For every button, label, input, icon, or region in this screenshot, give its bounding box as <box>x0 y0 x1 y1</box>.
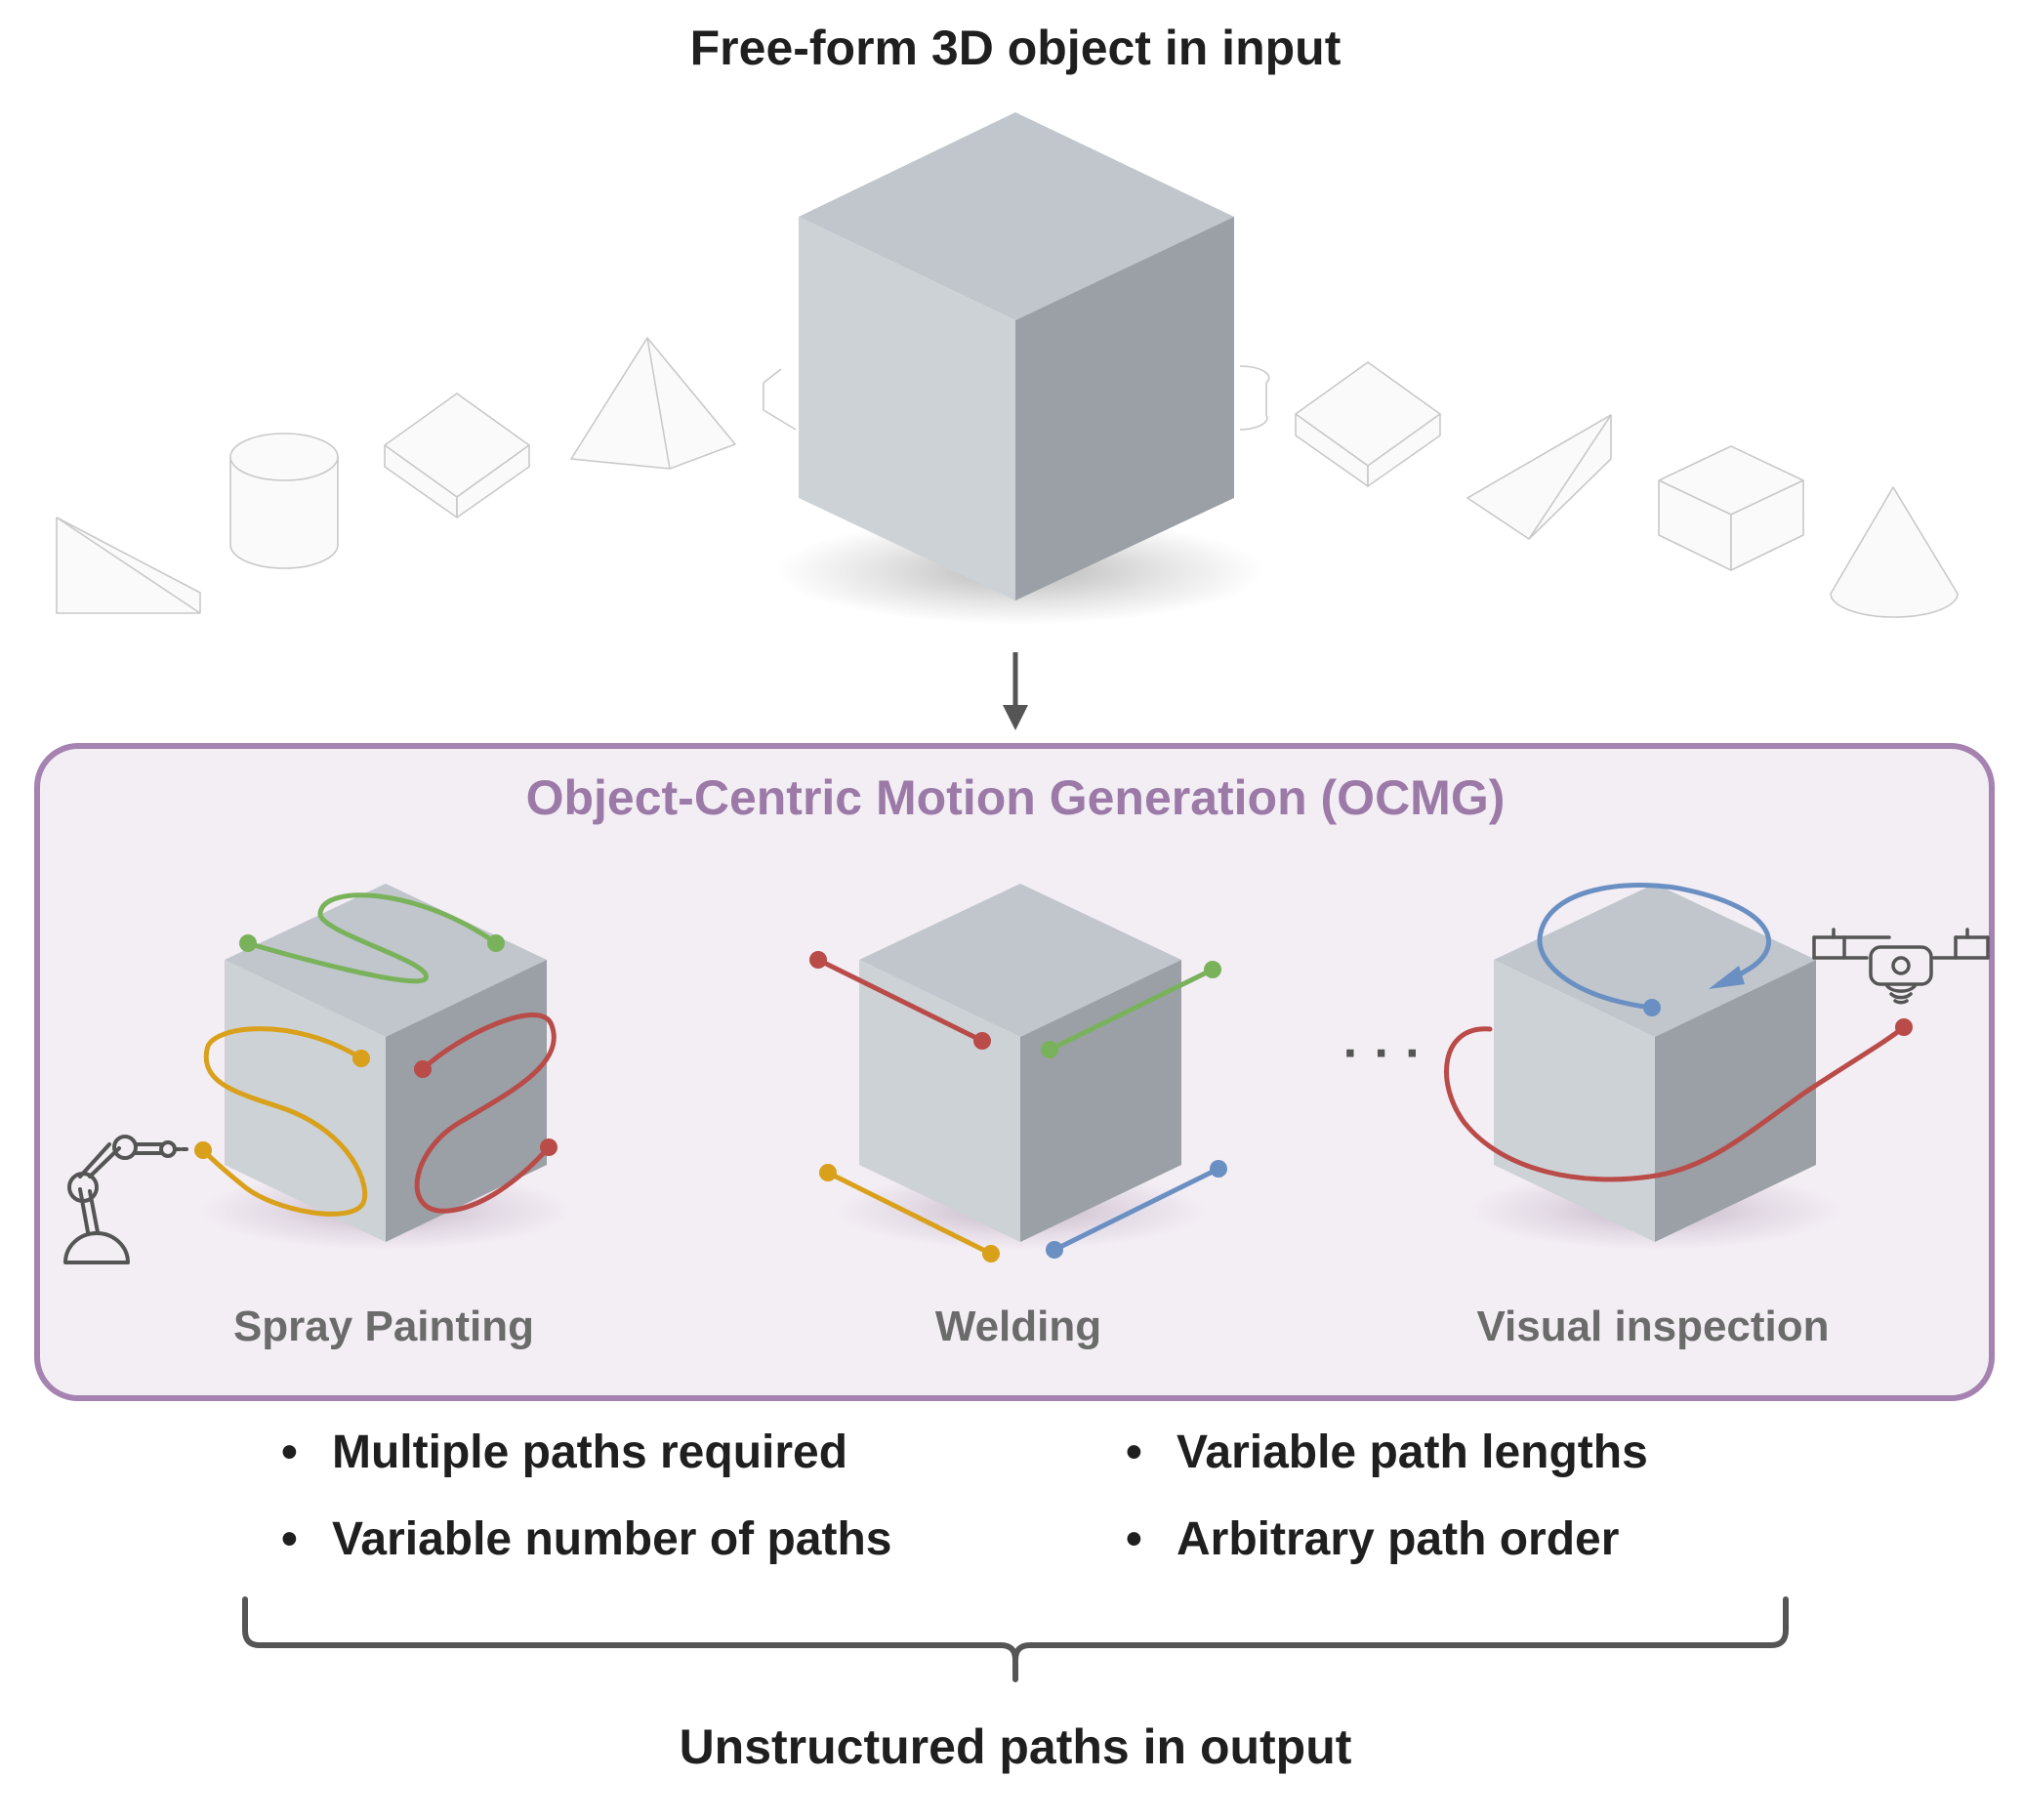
bullet-arbitrary-order: Arbitrary path order <box>1177 1513 1619 1565</box>
ghost-partial-left <box>763 368 797 431</box>
bullet-multiple-paths: Multiple paths required <box>332 1427 847 1478</box>
spray-path-red <box>414 1013 557 1214</box>
bullet-item: • Arbitrary path order <box>1126 1513 1619 1565</box>
ghost-wedge-icon <box>1466 414 1612 540</box>
ghost-shapes <box>56 337 1959 618</box>
drone-icon <box>1812 928 1990 1005</box>
ghost-wedge-icon <box>56 517 201 614</box>
task-label-welding: Welding <box>935 1303 1101 1350</box>
weld-path-green <box>1047 967 1216 1053</box>
ghost-box-icon <box>384 393 530 518</box>
output-title: Unstructured paths in output <box>680 1719 1352 1774</box>
spray-path-orange <box>200 1026 368 1217</box>
bullet-variable-lengths: Variable path lengths <box>1177 1427 1648 1478</box>
weld-path-blue <box>1052 1166 1221 1253</box>
ghost-box-icon <box>1295 361 1441 487</box>
welding-group: Welding <box>809 884 1227 1350</box>
ghost-pyramid-icon <box>570 337 736 470</box>
weld-path-orange <box>825 1170 994 1257</box>
bullet-marker: • <box>1126 1513 1142 1565</box>
bullet-item: • Multiple paths required <box>281 1427 847 1478</box>
weld-path-red <box>815 957 985 1044</box>
task-label-spray-painting: Spray Painting <box>233 1303 534 1350</box>
ghost-cylinder-icon <box>229 433 339 569</box>
ghost-cone-icon <box>1830 486 1959 618</box>
bullet-item: • Variable number of paths <box>281 1513 891 1565</box>
down-arrow-icon <box>1003 652 1028 730</box>
spray-path-green <box>245 892 499 984</box>
input-title: Free-form 3D object in input <box>690 21 1342 75</box>
ocmg-title: Object-Centric Motion Generation (OCMG) <box>526 770 1506 825</box>
ghost-box-icon <box>1658 445 1804 571</box>
ellipsis: · · · <box>1343 1025 1423 1082</box>
bullet-item: • Variable path lengths <box>1126 1427 1648 1478</box>
input-cube <box>776 112 1264 625</box>
bullet-marker: • <box>1126 1427 1142 1478</box>
visual-inspection-group: Visual inspection <box>1444 883 1990 1350</box>
ghost-partial-right <box>1239 365 1270 431</box>
inspection-path-blue <box>1537 883 1772 1011</box>
bullet-variable-number: Variable number of paths <box>332 1513 891 1565</box>
bullet-marker: • <box>281 1427 298 1478</box>
spray-painting-group: Spray Painting <box>63 884 571 1350</box>
requirements-list: • Multiple paths required • Variable num… <box>281 1427 1648 1565</box>
task-label-visual-inspection: Visual inspection <box>1476 1303 1829 1350</box>
bullet-marker: • <box>281 1513 298 1565</box>
robot-arm-icon <box>63 1135 189 1264</box>
curly-brace-icon <box>242 1596 1789 1682</box>
inspection-path-red <box>1444 1024 1907 1182</box>
